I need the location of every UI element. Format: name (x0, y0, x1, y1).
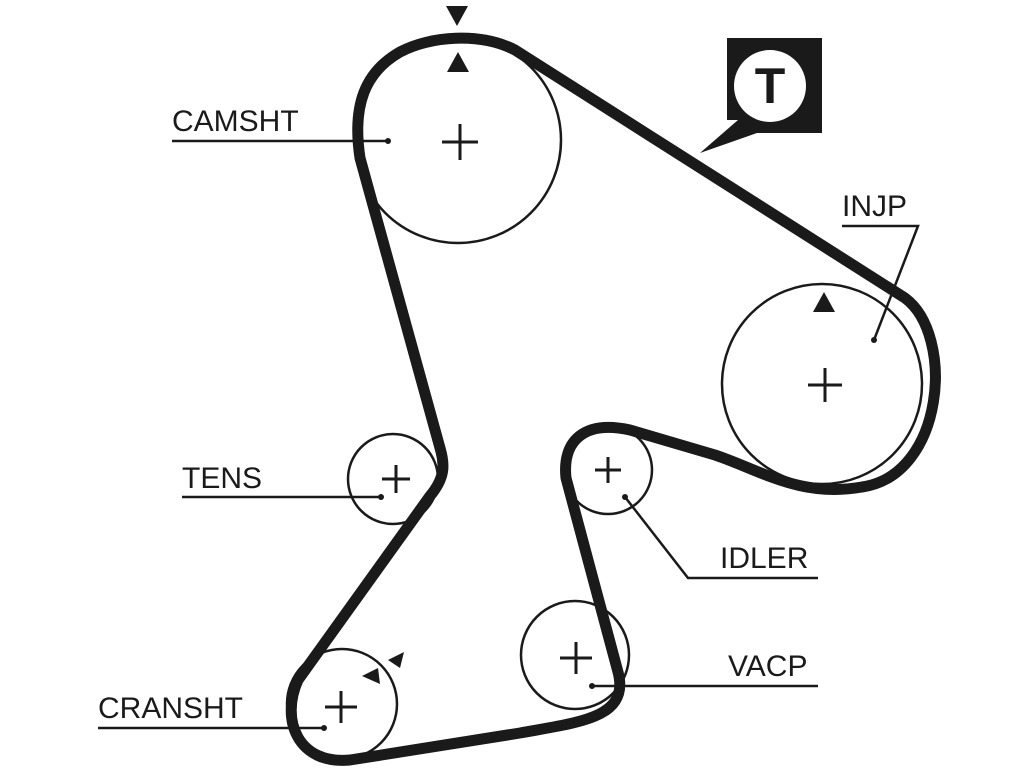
tensioner-callout: TENS (182, 462, 384, 500)
badge-letter: T (755, 58, 786, 114)
crankshaft-timing-mark-outer (388, 652, 404, 668)
vacuum-pump-pulley (519, 599, 631, 711)
camshaft-timing-mark-outer (446, 6, 468, 26)
injection-pump-pulley (720, 282, 924, 486)
camshaft-timing-mark-inner (447, 52, 469, 72)
timing-belt (285, 32, 941, 766)
idler-callout: IDLER (622, 494, 818, 580)
idler-label: IDLER (720, 542, 808, 575)
tensioner-label: TENS (182, 462, 262, 495)
crankshaft-callout: CRANSHT (98, 692, 327, 731)
camshaft-callout: CAMSHT (172, 105, 391, 144)
vacuum-pump-callout: VACP (589, 650, 818, 689)
timing-tool-badge: T (700, 38, 822, 153)
vacuum-pump-label: VACP (728, 650, 807, 683)
injection-pump-timing-mark (813, 292, 835, 312)
injection-pump-label: INJP (842, 190, 907, 223)
camshaft-label: CAMSHT (172, 105, 299, 138)
crankshaft-label: CRANSHT (98, 692, 243, 725)
crankshaft-timing-mark-inner (362, 668, 380, 684)
injection-pump-callout: INJP (842, 190, 920, 343)
